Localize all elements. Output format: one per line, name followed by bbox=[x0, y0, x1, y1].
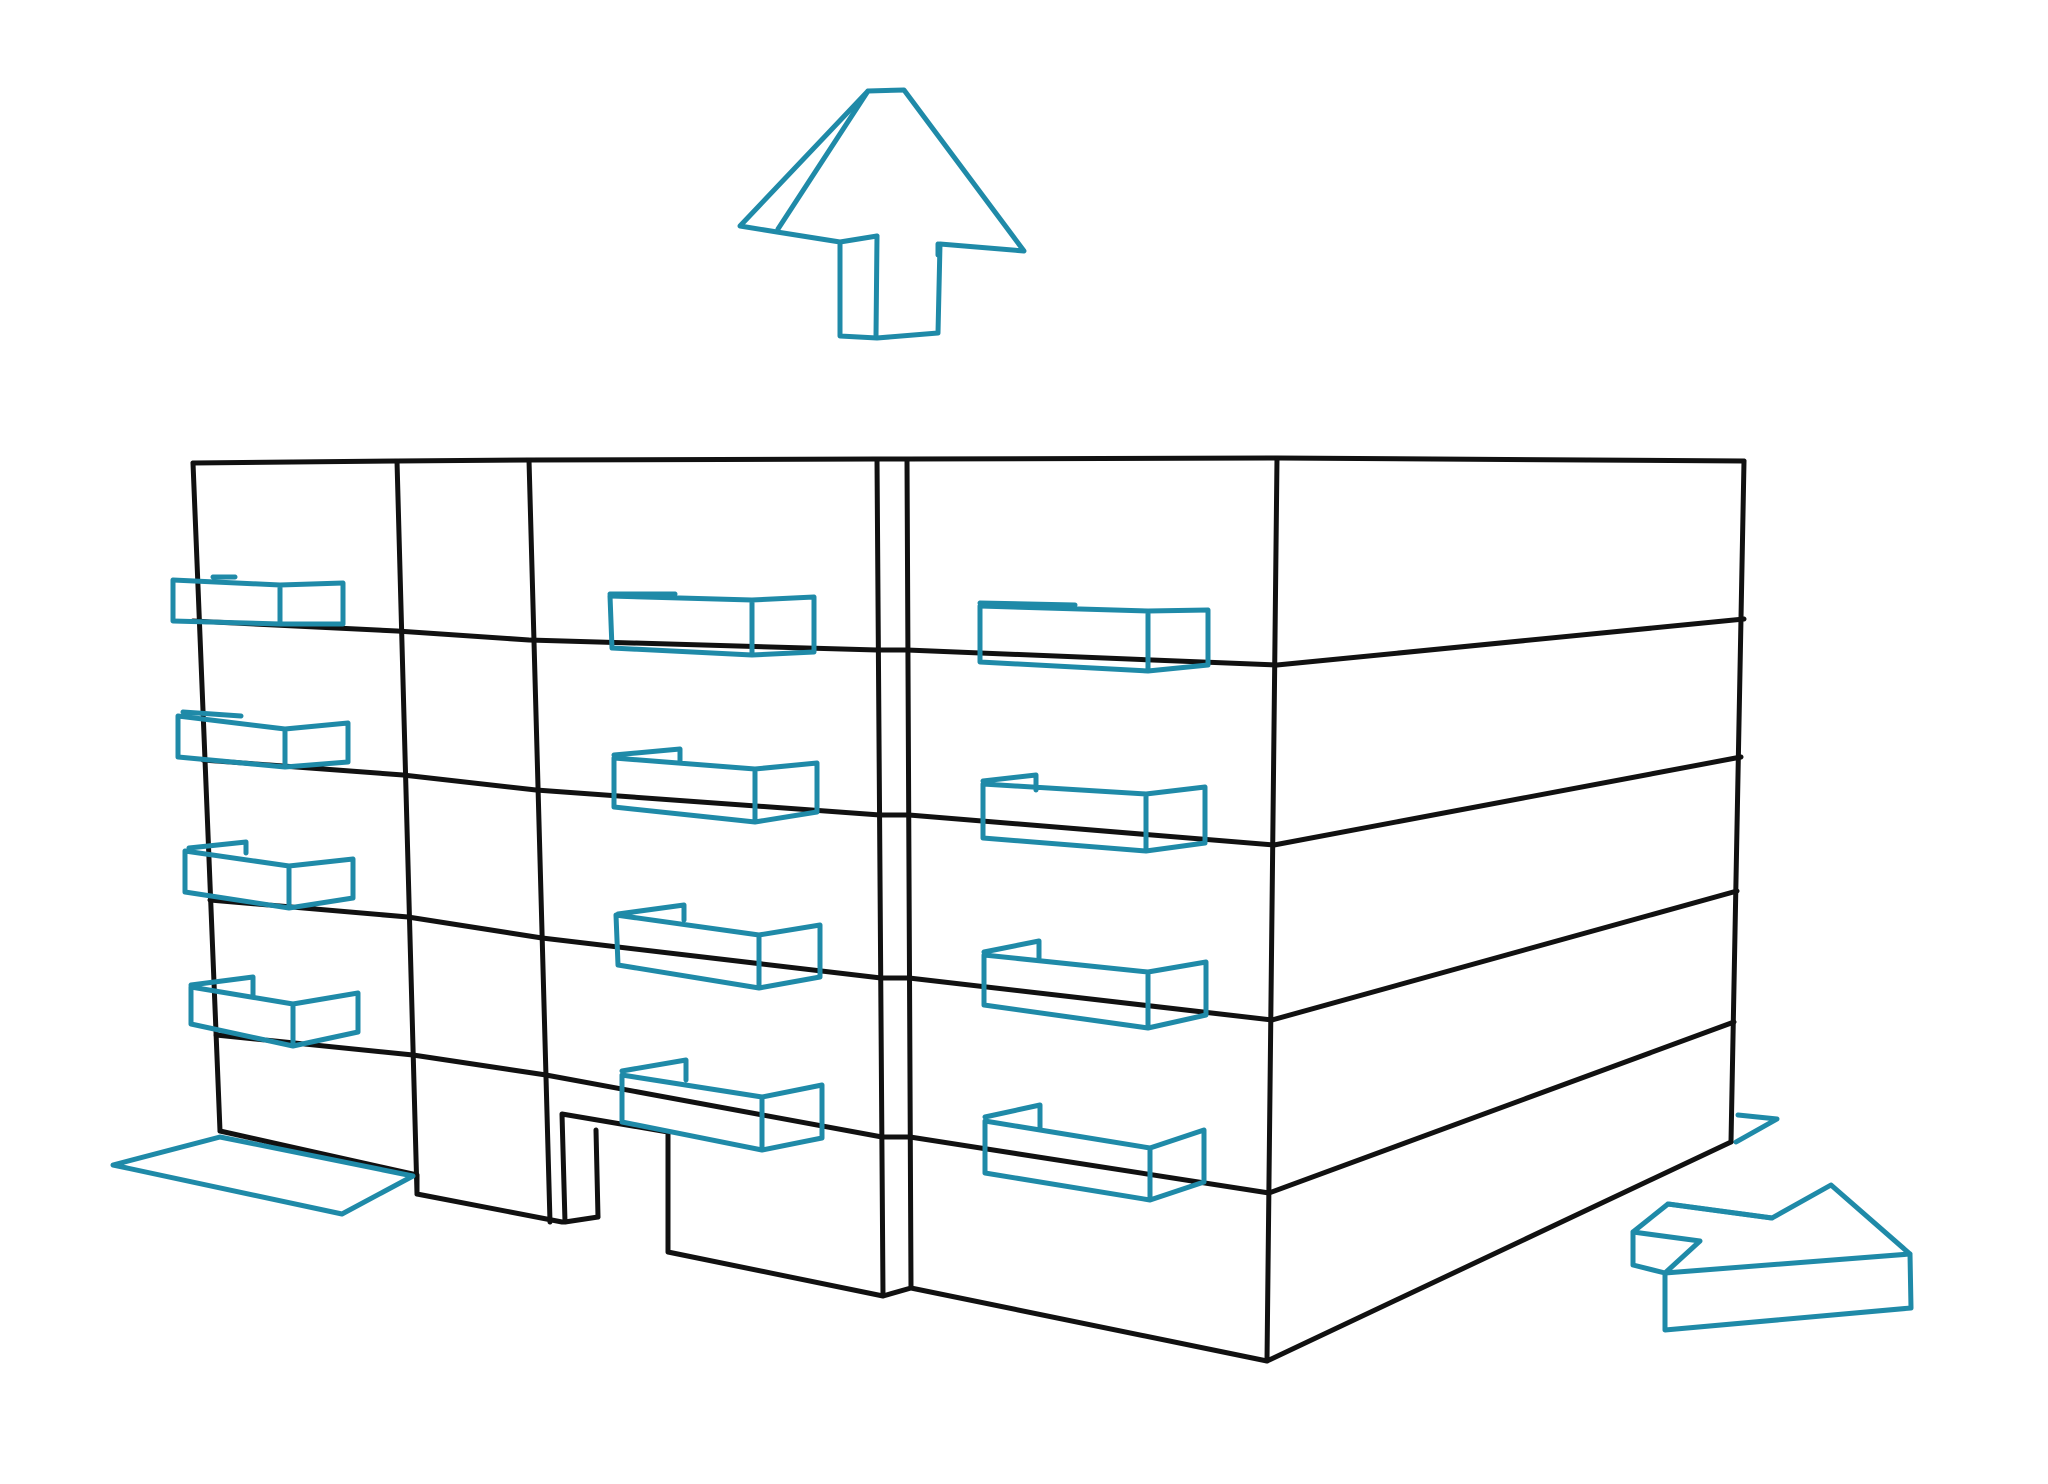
balcony bbox=[607, 591, 817, 658]
balcony bbox=[980, 772, 1208, 854]
side-wall-far-edge bbox=[1728, 458, 1747, 1145]
side-floor-line-4 bbox=[1266, 1019, 1737, 1196]
apartment-building bbox=[190, 455, 1747, 1364]
balcony bbox=[977, 600, 1211, 674]
balcony bbox=[982, 1102, 1207, 1203]
entrance-door-inner bbox=[593, 1127, 601, 1220]
floor-line-3 bbox=[207, 897, 1275, 1023]
roof-front-edge bbox=[190, 455, 1747, 466]
up-arrow-icon bbox=[737, 87, 1027, 341]
balcony bbox=[182, 839, 356, 911]
front-wall-divider-1 bbox=[394, 458, 420, 1197]
balcony bbox=[175, 709, 351, 770]
ground-shadow-left bbox=[110, 1134, 416, 1217]
balconies bbox=[170, 574, 1211, 1203]
ground-line-side bbox=[1264, 1139, 1734, 1364]
floor-line-4 bbox=[213, 1032, 1272, 1196]
side-floor-line-2 bbox=[1271, 754, 1744, 848]
front-wall-divider-2 bbox=[526, 457, 553, 1225]
balcony bbox=[613, 902, 823, 991]
right-arrow-icon bbox=[1630, 1182, 1914, 1333]
balcony bbox=[188, 974, 361, 1049]
floor-line-2 bbox=[200, 757, 1277, 848]
side-floor-line-1 bbox=[1274, 616, 1747, 668]
side-floor-line-3 bbox=[1269, 888, 1740, 1023]
balcony bbox=[981, 938, 1209, 1031]
balcony bbox=[619, 1057, 825, 1153]
entrance-door bbox=[559, 1111, 671, 1238]
balcony bbox=[170, 574, 346, 627]
balcony bbox=[611, 746, 820, 825]
ground-line-front-right bbox=[665, 1232, 1270, 1364]
floor-line-1 bbox=[190, 618, 1280, 668]
stair-shaft-right bbox=[904, 456, 914, 1291]
building-corner-edge bbox=[1264, 455, 1280, 1364]
front-wall-left-edge bbox=[190, 460, 223, 1134]
stair-shaft-left bbox=[874, 456, 886, 1299]
ground-shadow-right bbox=[1733, 1112, 1780, 1145]
